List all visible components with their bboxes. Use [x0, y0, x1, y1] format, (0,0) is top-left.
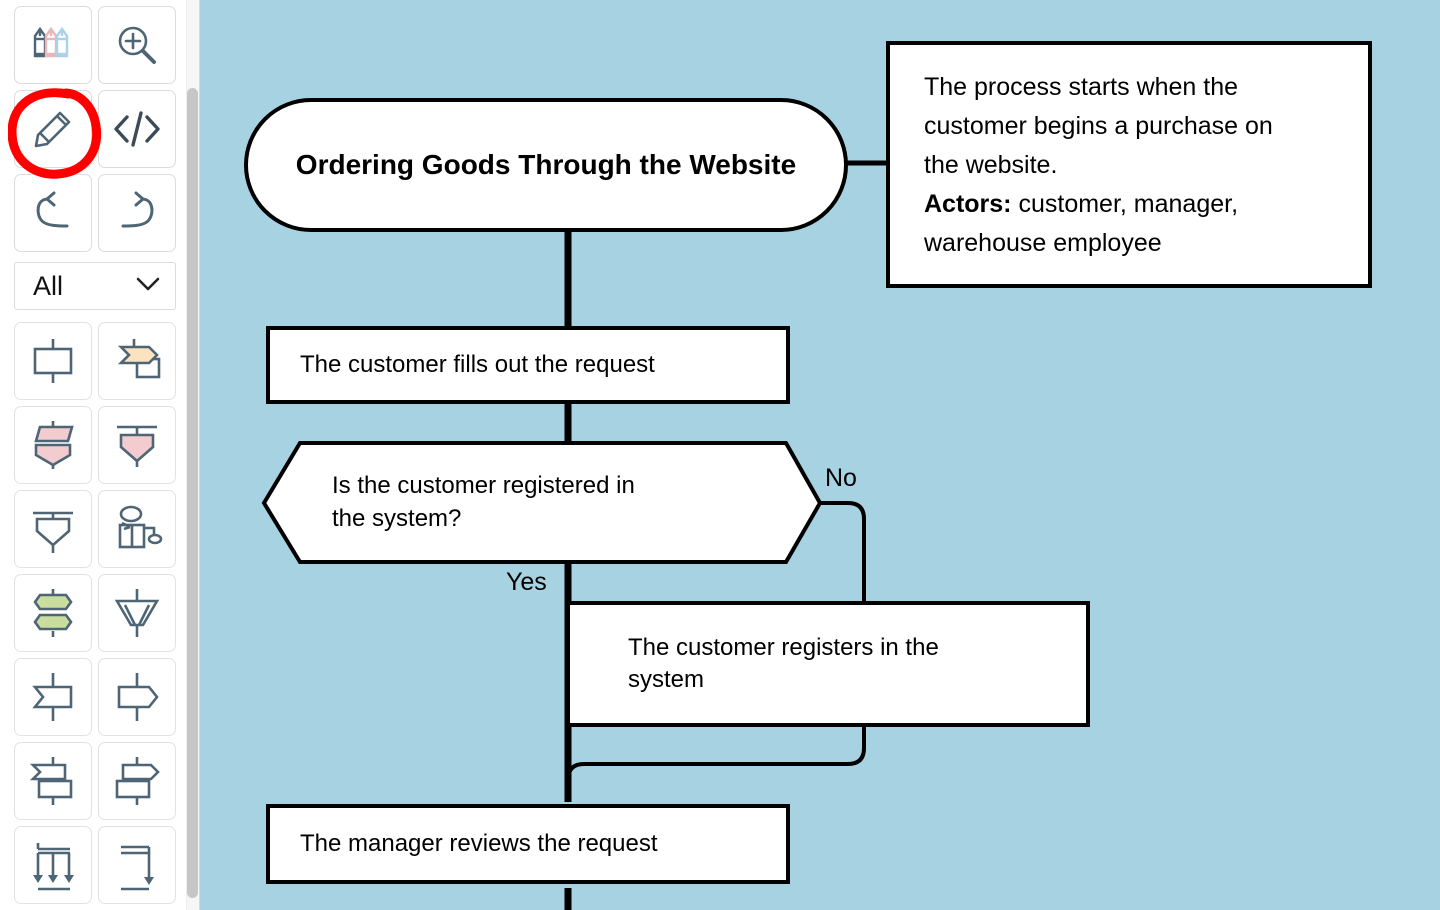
undo-icon	[29, 191, 77, 235]
toolbar	[0, 6, 186, 252]
diagram-canvas[interactable]: Ordering Goods Through the Website The p…	[200, 0, 1440, 910]
node-register-shape	[566, 601, 1090, 727]
sidebar-scrollbar-thumb[interactable]	[187, 88, 198, 898]
zoom-in-icon	[113, 21, 161, 69]
shape-inverted-pentagon-button[interactable]	[14, 490, 92, 568]
node-note-shape	[886, 41, 1372, 288]
zoom-in-button[interactable]	[98, 6, 176, 84]
shape-fork-three-button[interactable]	[14, 826, 92, 904]
shape-chevron-out-box-button[interactable]	[98, 742, 176, 820]
redo-icon	[113, 191, 161, 235]
redo-button[interactable]	[98, 174, 176, 252]
node-title-shape	[244, 98, 848, 232]
node-decision-shape	[261, 441, 823, 564]
shape-actor-lifeline-button[interactable]	[98, 490, 176, 568]
edit-pencil-button[interactable]	[14, 90, 92, 168]
shape-filter-select[interactable]: All	[14, 262, 176, 310]
shape-hexagon-note-button[interactable]	[98, 322, 176, 400]
shape-chevron-in-box-button[interactable]	[14, 742, 92, 820]
node-manager-review-shape	[266, 804, 790, 884]
shape-activity-bar-button[interactable]	[14, 322, 92, 400]
shape-filter-value: All	[33, 270, 64, 301]
pencils-icon	[28, 20, 78, 70]
pencils-button[interactable]	[14, 6, 92, 84]
shape-palette	[0, 310, 186, 904]
shape-fork-one-button[interactable]	[98, 826, 176, 904]
code-button[interactable]	[98, 90, 176, 168]
shape-inverted-trapezoid-button[interactable]	[98, 406, 176, 484]
node-fill-request-shape	[266, 326, 790, 404]
connector-no-branch	[566, 501, 866, 781]
code-icon	[111, 108, 163, 150]
chevron-down-icon	[135, 276, 161, 297]
shape-chevron-out-button[interactable]	[98, 658, 176, 736]
undo-button[interactable]	[14, 174, 92, 252]
shape-funnel-button[interactable]	[98, 574, 176, 652]
shape-parallelogram-pair-button[interactable]	[14, 406, 92, 484]
shape-hexagon-pair-button[interactable]	[14, 574, 92, 652]
shape-chevron-in-button[interactable]	[14, 658, 92, 736]
pencil-icon	[29, 105, 77, 153]
tool-sidebar: All	[0, 0, 200, 910]
flowchart-svg	[244, 41, 1372, 910]
